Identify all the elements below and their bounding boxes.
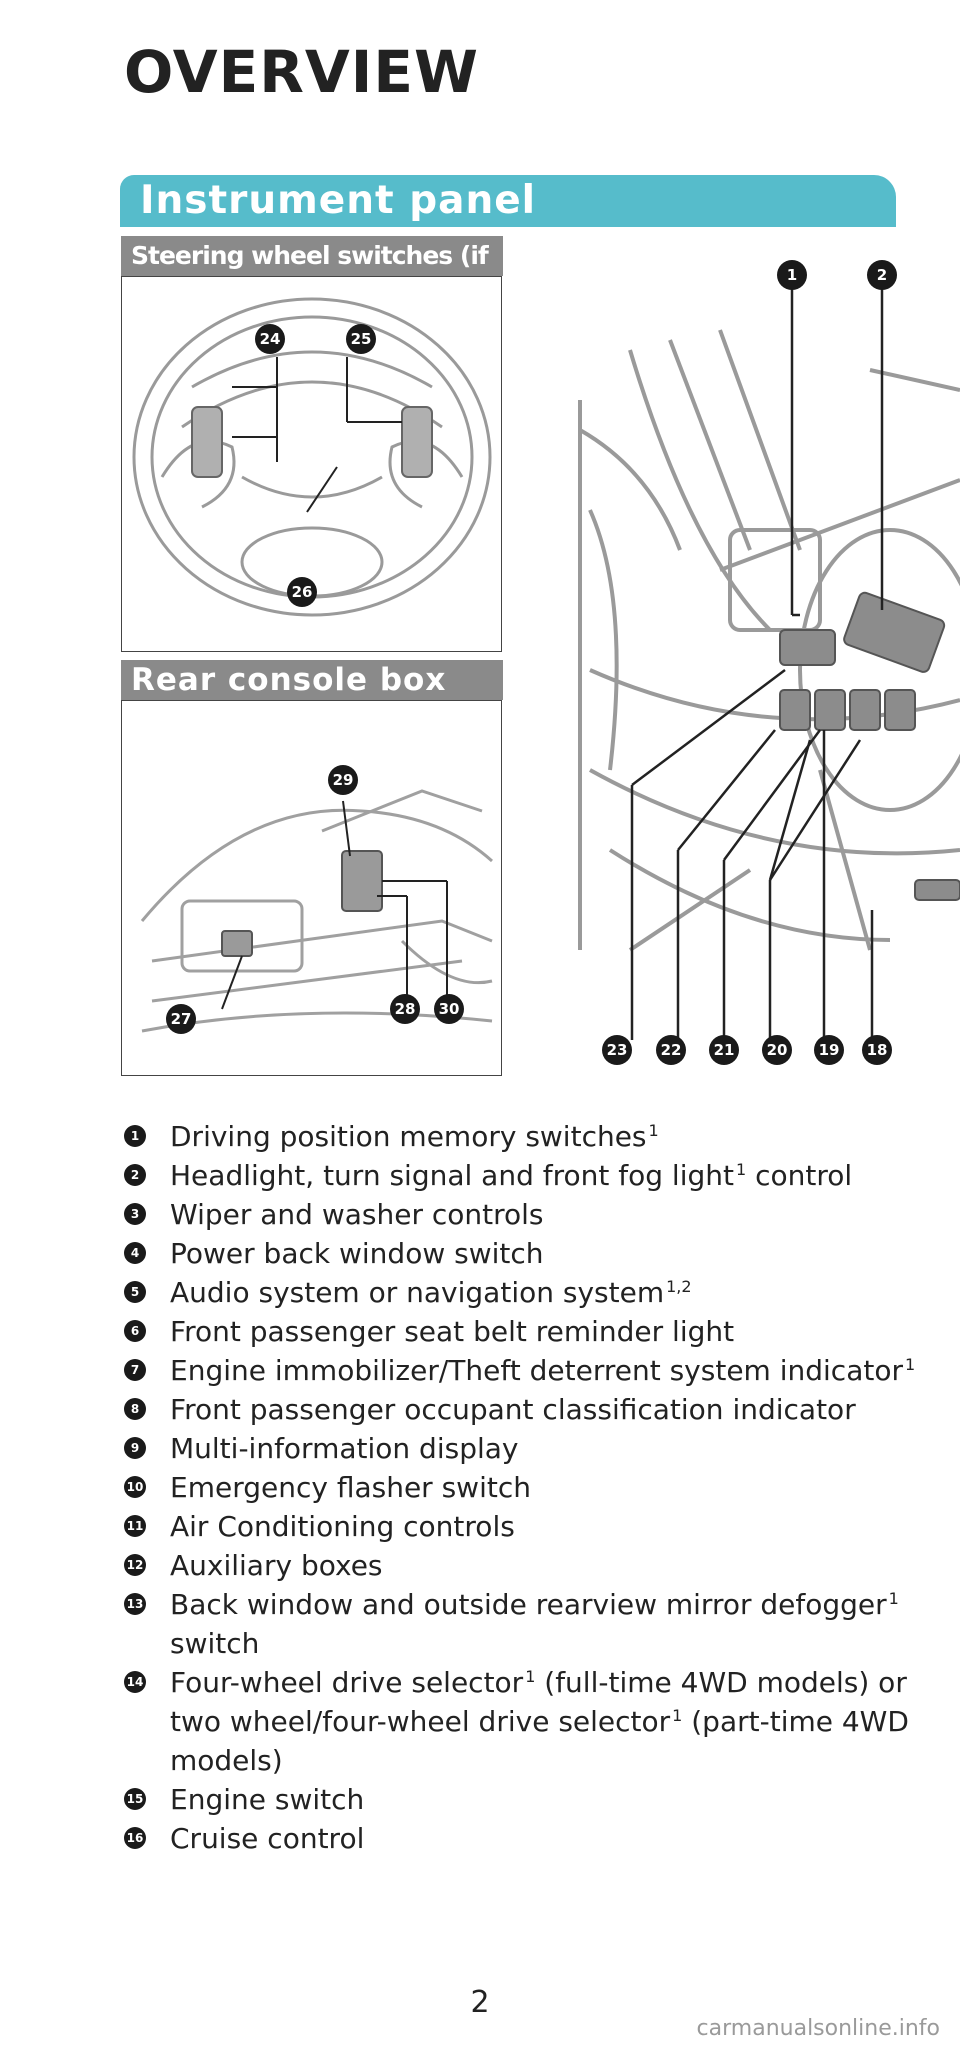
steering-wheel-drawing: [132, 297, 492, 617]
item-number: 15: [124, 1788, 146, 1810]
item-text: Headlight, turn signal and front fog lig…: [170, 1159, 734, 1192]
item-text: Power back window switch: [170, 1237, 544, 1270]
item-number: 9: [124, 1437, 146, 1459]
list-item: 11 Air Conditioning controls: [124, 1507, 944, 1546]
callout-badge: 2: [867, 260, 897, 290]
item-text: Multi-information display: [170, 1432, 519, 1465]
callout-badge: 30: [434, 994, 464, 1024]
watermark: carmanualsonline.info: [696, 2016, 940, 2041]
instrument-panel-figure: 1 2 23 22 21 20 19 18: [570, 250, 960, 1090]
item-number: 7: [124, 1359, 146, 1381]
item-number: 13: [124, 1593, 146, 1615]
callout-badge: 20: [762, 1035, 792, 1065]
item-text: Engine switch: [170, 1783, 365, 1816]
item-number: 10: [124, 1476, 146, 1498]
list-item: 8 Front passenger occupant classification…: [124, 1390, 944, 1429]
item-text: Front passenger seat belt reminder light: [170, 1315, 735, 1348]
page-number: 2: [470, 1985, 490, 2020]
item-number: 4: [124, 1242, 146, 1264]
list-item: 7 Engine immobilizer/Theft deterrent syst…: [124, 1351, 944, 1390]
item-text: Cruise control: [170, 1822, 365, 1855]
list-item: 10 Emergency flasher switch: [124, 1468, 944, 1507]
list-item: 12 Auxiliary boxes: [124, 1546, 944, 1585]
footnote-ref: 1: [672, 1705, 683, 1725]
item-number: 5: [124, 1281, 146, 1303]
list-item: 15 Engine switch: [124, 1780, 944, 1819]
footnote-ref: 1,2: [666, 1276, 692, 1296]
callout-badge: 29: [328, 765, 358, 795]
item-text: Air Conditioning controls: [170, 1510, 515, 1543]
item-text: Front passenger occupant classification …: [170, 1393, 856, 1426]
item-text: Wiper and washer controls: [170, 1198, 544, 1231]
item-text: Emergency flasher switch: [170, 1471, 531, 1504]
list-item: 2 Headlight, turn signal and front fog li…: [124, 1156, 944, 1195]
callout-badge: 28: [390, 994, 420, 1024]
footnote-ref: 1: [648, 1120, 659, 1140]
item-text: Engine immobilizer/Theft deterrent syste…: [170, 1354, 903, 1387]
item-text: Auxiliary boxes: [170, 1549, 383, 1582]
callout-badge: 27: [166, 1004, 196, 1034]
footnote-ref: 1: [888, 1588, 899, 1608]
callout-badge: 24: [255, 324, 285, 354]
page-title: OVERVIEW: [124, 38, 479, 106]
item-text-cont: switch: [170, 1627, 260, 1660]
item-text: Driving position memory switches: [170, 1120, 647, 1153]
list-item: 16 Cruise control: [124, 1819, 944, 1858]
item-text: Audio system or navigation system: [170, 1276, 665, 1309]
item-number: 3: [124, 1203, 146, 1225]
callout-badge: 21: [709, 1035, 739, 1065]
footnote-ref: 1: [525, 1666, 536, 1686]
callout-badge: 22: [656, 1035, 686, 1065]
item-number: 6: [124, 1320, 146, 1342]
item-text: Back window and outside rearview mirror …: [170, 1588, 887, 1621]
item-text-cont: control: [746, 1159, 853, 1192]
callout-badge: 26: [287, 577, 317, 607]
callout-badge: 19: [814, 1035, 844, 1065]
callout-badge: 18: [862, 1035, 892, 1065]
callout-badge: 1: [777, 260, 807, 290]
list-item: 9 Multi-information display: [124, 1429, 944, 1468]
list-item: 6 Front passenger seat belt reminder ligh…: [124, 1312, 944, 1351]
item-number: 2: [124, 1164, 146, 1186]
callout-badge: 25: [346, 324, 376, 354]
callout-badge: 23: [602, 1035, 632, 1065]
footnote-ref: 1: [904, 1354, 916, 1374]
item-number: 14: [124, 1671, 146, 1693]
item-text-cont: (part-time 4WD models): [170, 1705, 909, 1777]
item-number: 1: [124, 1125, 146, 1147]
rear-console-figure: 29 27 28 30: [121, 700, 502, 1076]
rear-console-drawing: [140, 789, 494, 1033]
steering-switches-label: Steering wheel switches (if equipped): [121, 236, 503, 310]
rear-console-label: Rear console box: [121, 660, 503, 700]
item-number: 8: [124, 1398, 146, 1420]
list-item: 13 Back window and outside rearview mirro…: [124, 1585, 944, 1663]
list-item: 4 Power back window switch: [124, 1234, 944, 1273]
item-number: 16: [124, 1827, 146, 1849]
instrument-panel-drawing: [578, 278, 960, 1040]
item-number: 12: [124, 1554, 146, 1576]
steering-wheel-figure: 24 25 26: [121, 276, 502, 652]
section-banner: Instrument panel: [120, 175, 896, 227]
item-text: Four-wheel drive selector: [170, 1666, 524, 1699]
item-text-cont: (full-time 4WD models) or two wheel/four…: [170, 1666, 907, 1738]
list-item: 3 Wiper and washer controls: [124, 1195, 944, 1234]
footnote-ref: 1: [736, 1159, 747, 1179]
item-number: 11: [124, 1515, 146, 1537]
